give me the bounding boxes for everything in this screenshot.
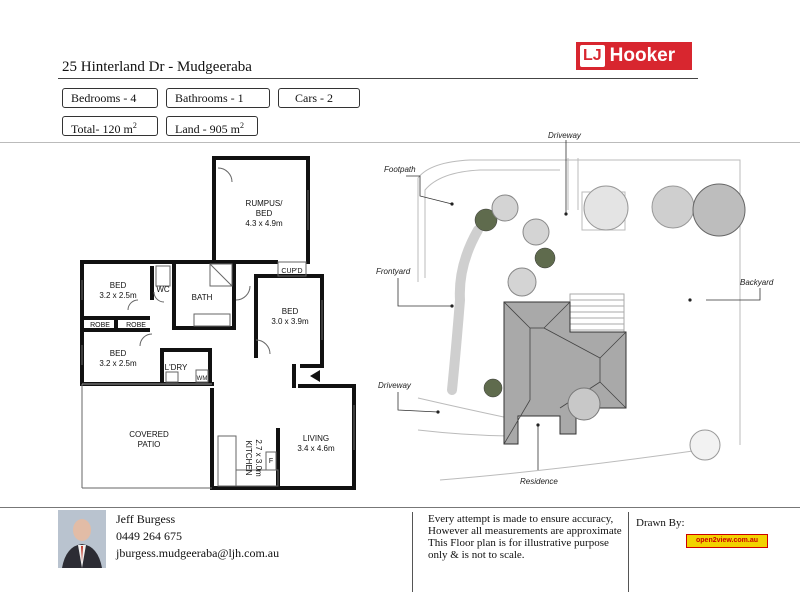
room-rumpus-label: RUMPUS/ (246, 199, 284, 208)
label-frontyard: Frontyard (376, 267, 411, 276)
room-kitchen-label: KITCHEN (244, 440, 253, 475)
hedge (447, 225, 483, 395)
land-area-badge: Land - 905 m2 (166, 116, 258, 136)
land-area-text: Land - 905 m (175, 122, 240, 136)
disclaimer-line-4: only & is not to scale. (428, 549, 525, 561)
agent-phone[interactable]: 0449 264 675 (116, 529, 182, 543)
room-fridge-label: F (269, 458, 273, 465)
room-wm-label: WM (197, 376, 208, 382)
room-bath-label: BATH (192, 293, 213, 302)
total-area-text: Total- 120 m (71, 122, 133, 136)
disclaimer: Every attempt is made to ensure accuracy… (428, 513, 628, 561)
room-living-label: LIVING (303, 434, 329, 443)
residence-roof (503, 301, 627, 445)
label-backyard: Backyard (740, 278, 774, 287)
disclaimer-line-1: Every attempt is made to ensure accuracy… (428, 513, 614, 525)
land-area-unit: 2 (240, 121, 244, 130)
agent-photo (58, 510, 106, 568)
bathrooms-badge: Bathrooms - 1 (166, 88, 270, 108)
room-cupd-label: CUP'D (281, 268, 302, 275)
room-living-dim: 3.4 x 4.6m (297, 444, 335, 453)
specs-divider (0, 142, 800, 143)
footer-divider (0, 507, 800, 508)
bedrooms-badge: Bedrooms - 4 (62, 88, 158, 108)
room-kitchen-dim: 2.7 x 3.0m (254, 439, 263, 477)
room-patio-label: COVERED (129, 430, 169, 439)
room-patio-label-2: PATIO (138, 440, 161, 449)
total-area-unit: 2 (132, 121, 137, 130)
room-rumpus-dim: 4.3 x 4.9m (245, 219, 283, 228)
agent-email[interactable]: jburgess.mudgeeraba@ljh.com.au (116, 546, 280, 560)
bathrooms-text: Bathrooms - 1 (175, 91, 244, 105)
agent-name: Jeff Burgess (116, 512, 176, 526)
room-robe2-label: ROBE (126, 322, 146, 329)
logo-hooker: Hooker (609, 45, 676, 66)
trees (474, 183, 746, 461)
cars-badge: Cars - 2 (278, 88, 360, 108)
disclaimer-line-2: However all measurements are approximate (428, 525, 622, 537)
logo-lj: LJ (580, 45, 605, 67)
header-divider (58, 78, 698, 79)
lj-hooker-logo: LJ Hooker (576, 42, 692, 70)
room-robe1-label: ROBE (90, 322, 110, 329)
footer-divider-2 (628, 512, 629, 592)
room-bed2-label: BED (282, 307, 299, 316)
disclaimer-line-3: This Floor plan is for illustrative purp… (428, 537, 609, 549)
room-bed2-dim: 3.0 x 3.9m (271, 317, 309, 326)
room-bed1-label: BED (110, 281, 127, 290)
cars-text: Cars - 2 (295, 91, 333, 105)
label-residence: Residence (520, 477, 558, 486)
room-bed1-dim: 3.2 x 2.5m (99, 291, 137, 300)
footer-divider-1 (412, 512, 413, 592)
room-wc-label: WC (156, 285, 170, 294)
drawn-by-label: Drawn By: (636, 517, 685, 529)
entry-arrow-icon (310, 370, 320, 382)
label-footpath: Footpath (384, 165, 416, 174)
total-area-badge: Total- 120 m2 (62, 116, 158, 136)
label-driveway-top: Driveway (548, 131, 582, 140)
open2view-logo: open2view.com.au (686, 534, 768, 548)
room-laundry-label: L'DRY (165, 363, 188, 372)
property-address: 25 Hinterland Dr - Mudgeeraba (62, 59, 252, 75)
room-bed3-label: BED (110, 349, 127, 358)
room-rumpus-label-2: BED (256, 209, 273, 218)
label-driveway-left: Driveway (378, 381, 412, 390)
bedrooms-text: Bedrooms - 4 (71, 91, 137, 105)
room-bed3-dim: 3.2 x 2.5m (99, 359, 137, 368)
